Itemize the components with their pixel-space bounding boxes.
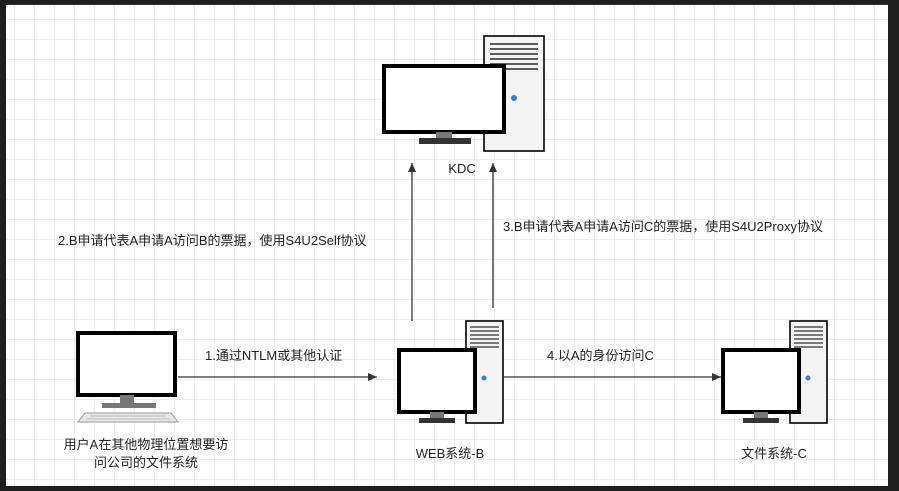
user-a-label-line1: 用户A在其他物理位置想要访 <box>63 437 229 452</box>
step2-label: 2.B申请代表A申请A访问B的票据，使用S4U2Self协议 <box>58 233 367 248</box>
diagram-canvas: KDC 2.B申请代表A申请A访问B的票据，使用S4U2Self协议 3.B申请… <box>6 4 888 486</box>
file-c-node-icon <box>721 320 828 424</box>
web-b-node-icon <box>397 320 504 424</box>
step3-label: 3.B申请代表A申请A访问C的票据，使用S4U2Proxy协议 <box>503 219 823 234</box>
kdc-label: KDC <box>448 161 476 176</box>
step1-label: 1.通过NTLM或其他认证 <box>205 348 343 363</box>
power-dot-icon <box>511 95 517 101</box>
user-a-label-line2: 问公司的文件系统 <box>93 455 199 470</box>
user-a-node-icon <box>76 331 180 423</box>
web-b-label: WEB系统-B <box>415 446 485 461</box>
diagram-graphics <box>76 35 828 424</box>
kdc-node-icon <box>382 35 545 152</box>
file-c-label: 文件系统-C <box>741 446 807 461</box>
step4-label: 4.以A的身份访问C <box>547 348 654 363</box>
user-a-label: 用户A在其他物理位置想要访 问公司的文件系统 <box>64 436 229 472</box>
